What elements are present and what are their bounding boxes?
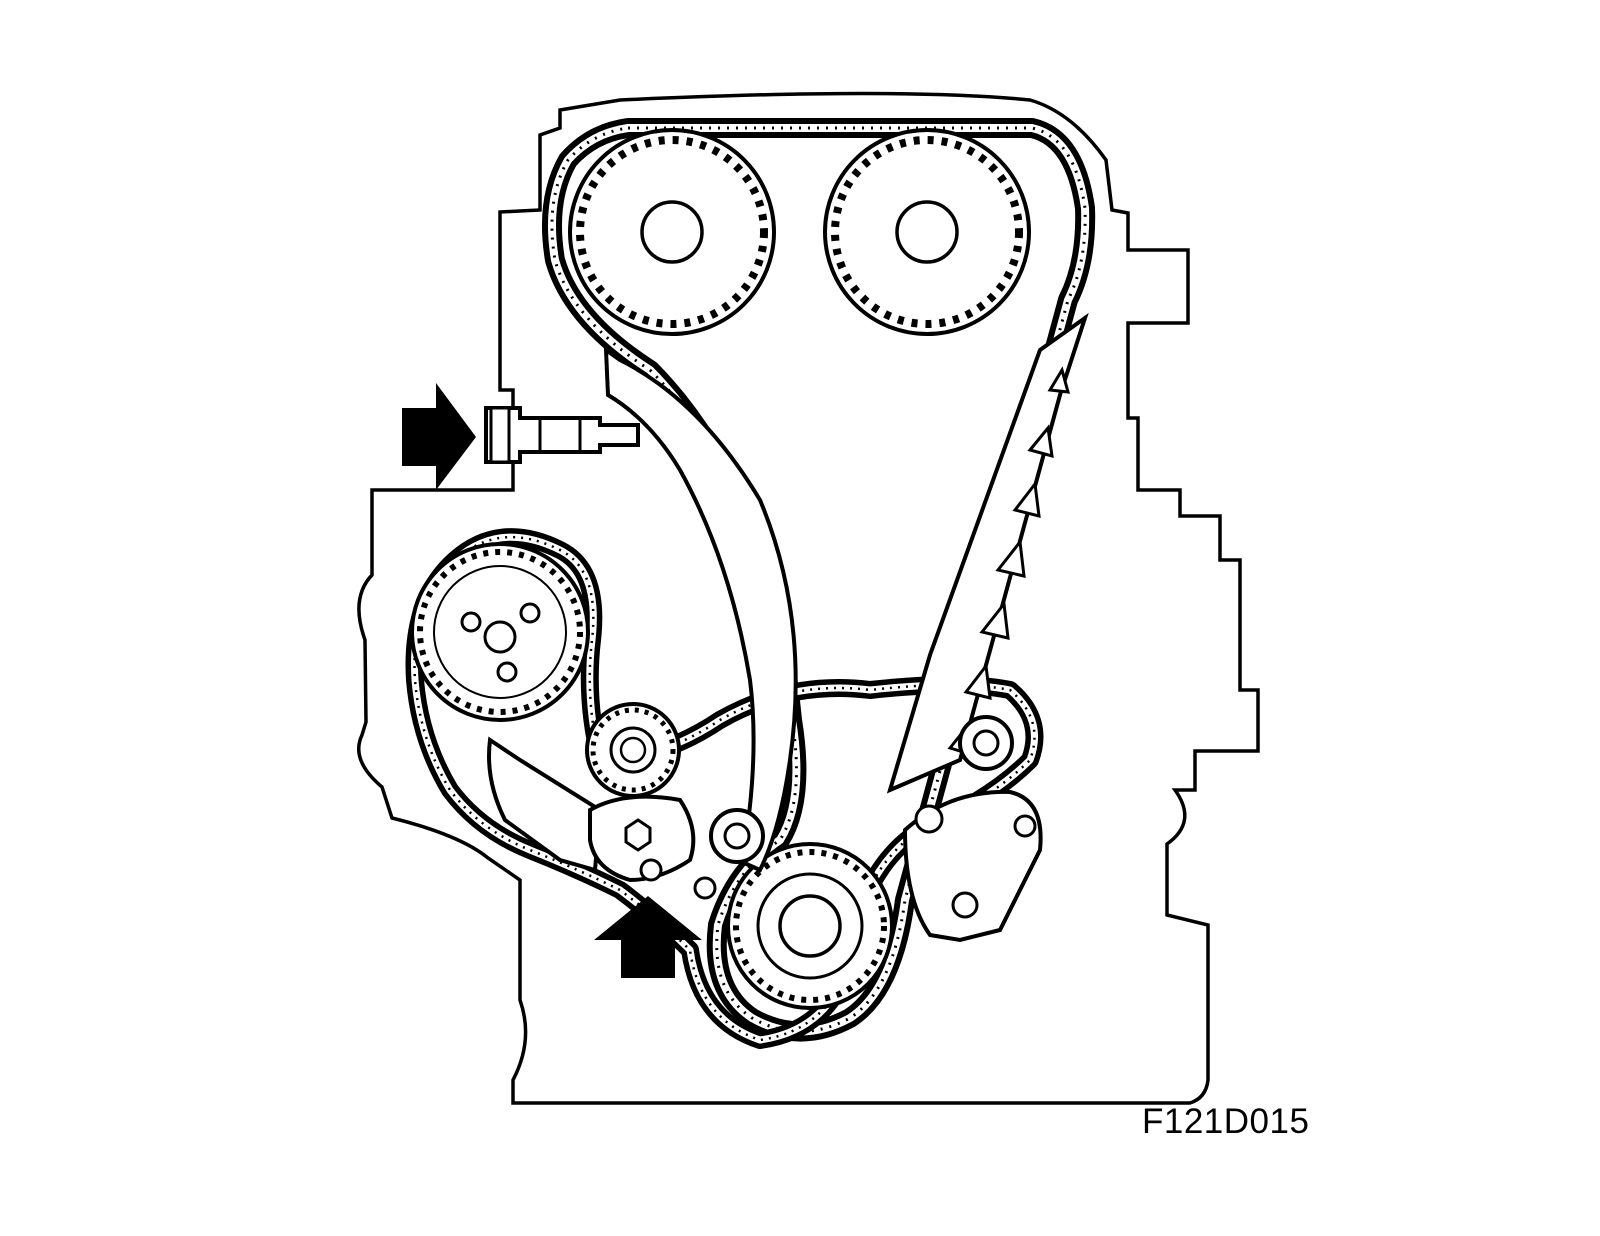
balance-tensioner-arm [588,794,717,900]
timing-chain [542,118,1096,1042]
engine-block-outline [357,91,1260,1105]
balance-tensioner-arrow [594,896,702,978]
exhaust-camshaft-sprocket [568,128,776,336]
intermediate-sprocket [585,702,681,798]
balance-shaft-sprocket [410,542,590,722]
crankshaft-sprocket [726,842,894,1010]
fixed-guide-rail [886,312,1089,794]
tensioner-plunger [484,406,640,464]
pivot-bolts [709,715,1014,864]
tensioner-arrow [402,383,476,490]
figure-code: F121D015 [1142,1102,1310,1141]
intake-camshaft-sprocket [823,128,1031,336]
tensioner-rail [603,345,798,873]
